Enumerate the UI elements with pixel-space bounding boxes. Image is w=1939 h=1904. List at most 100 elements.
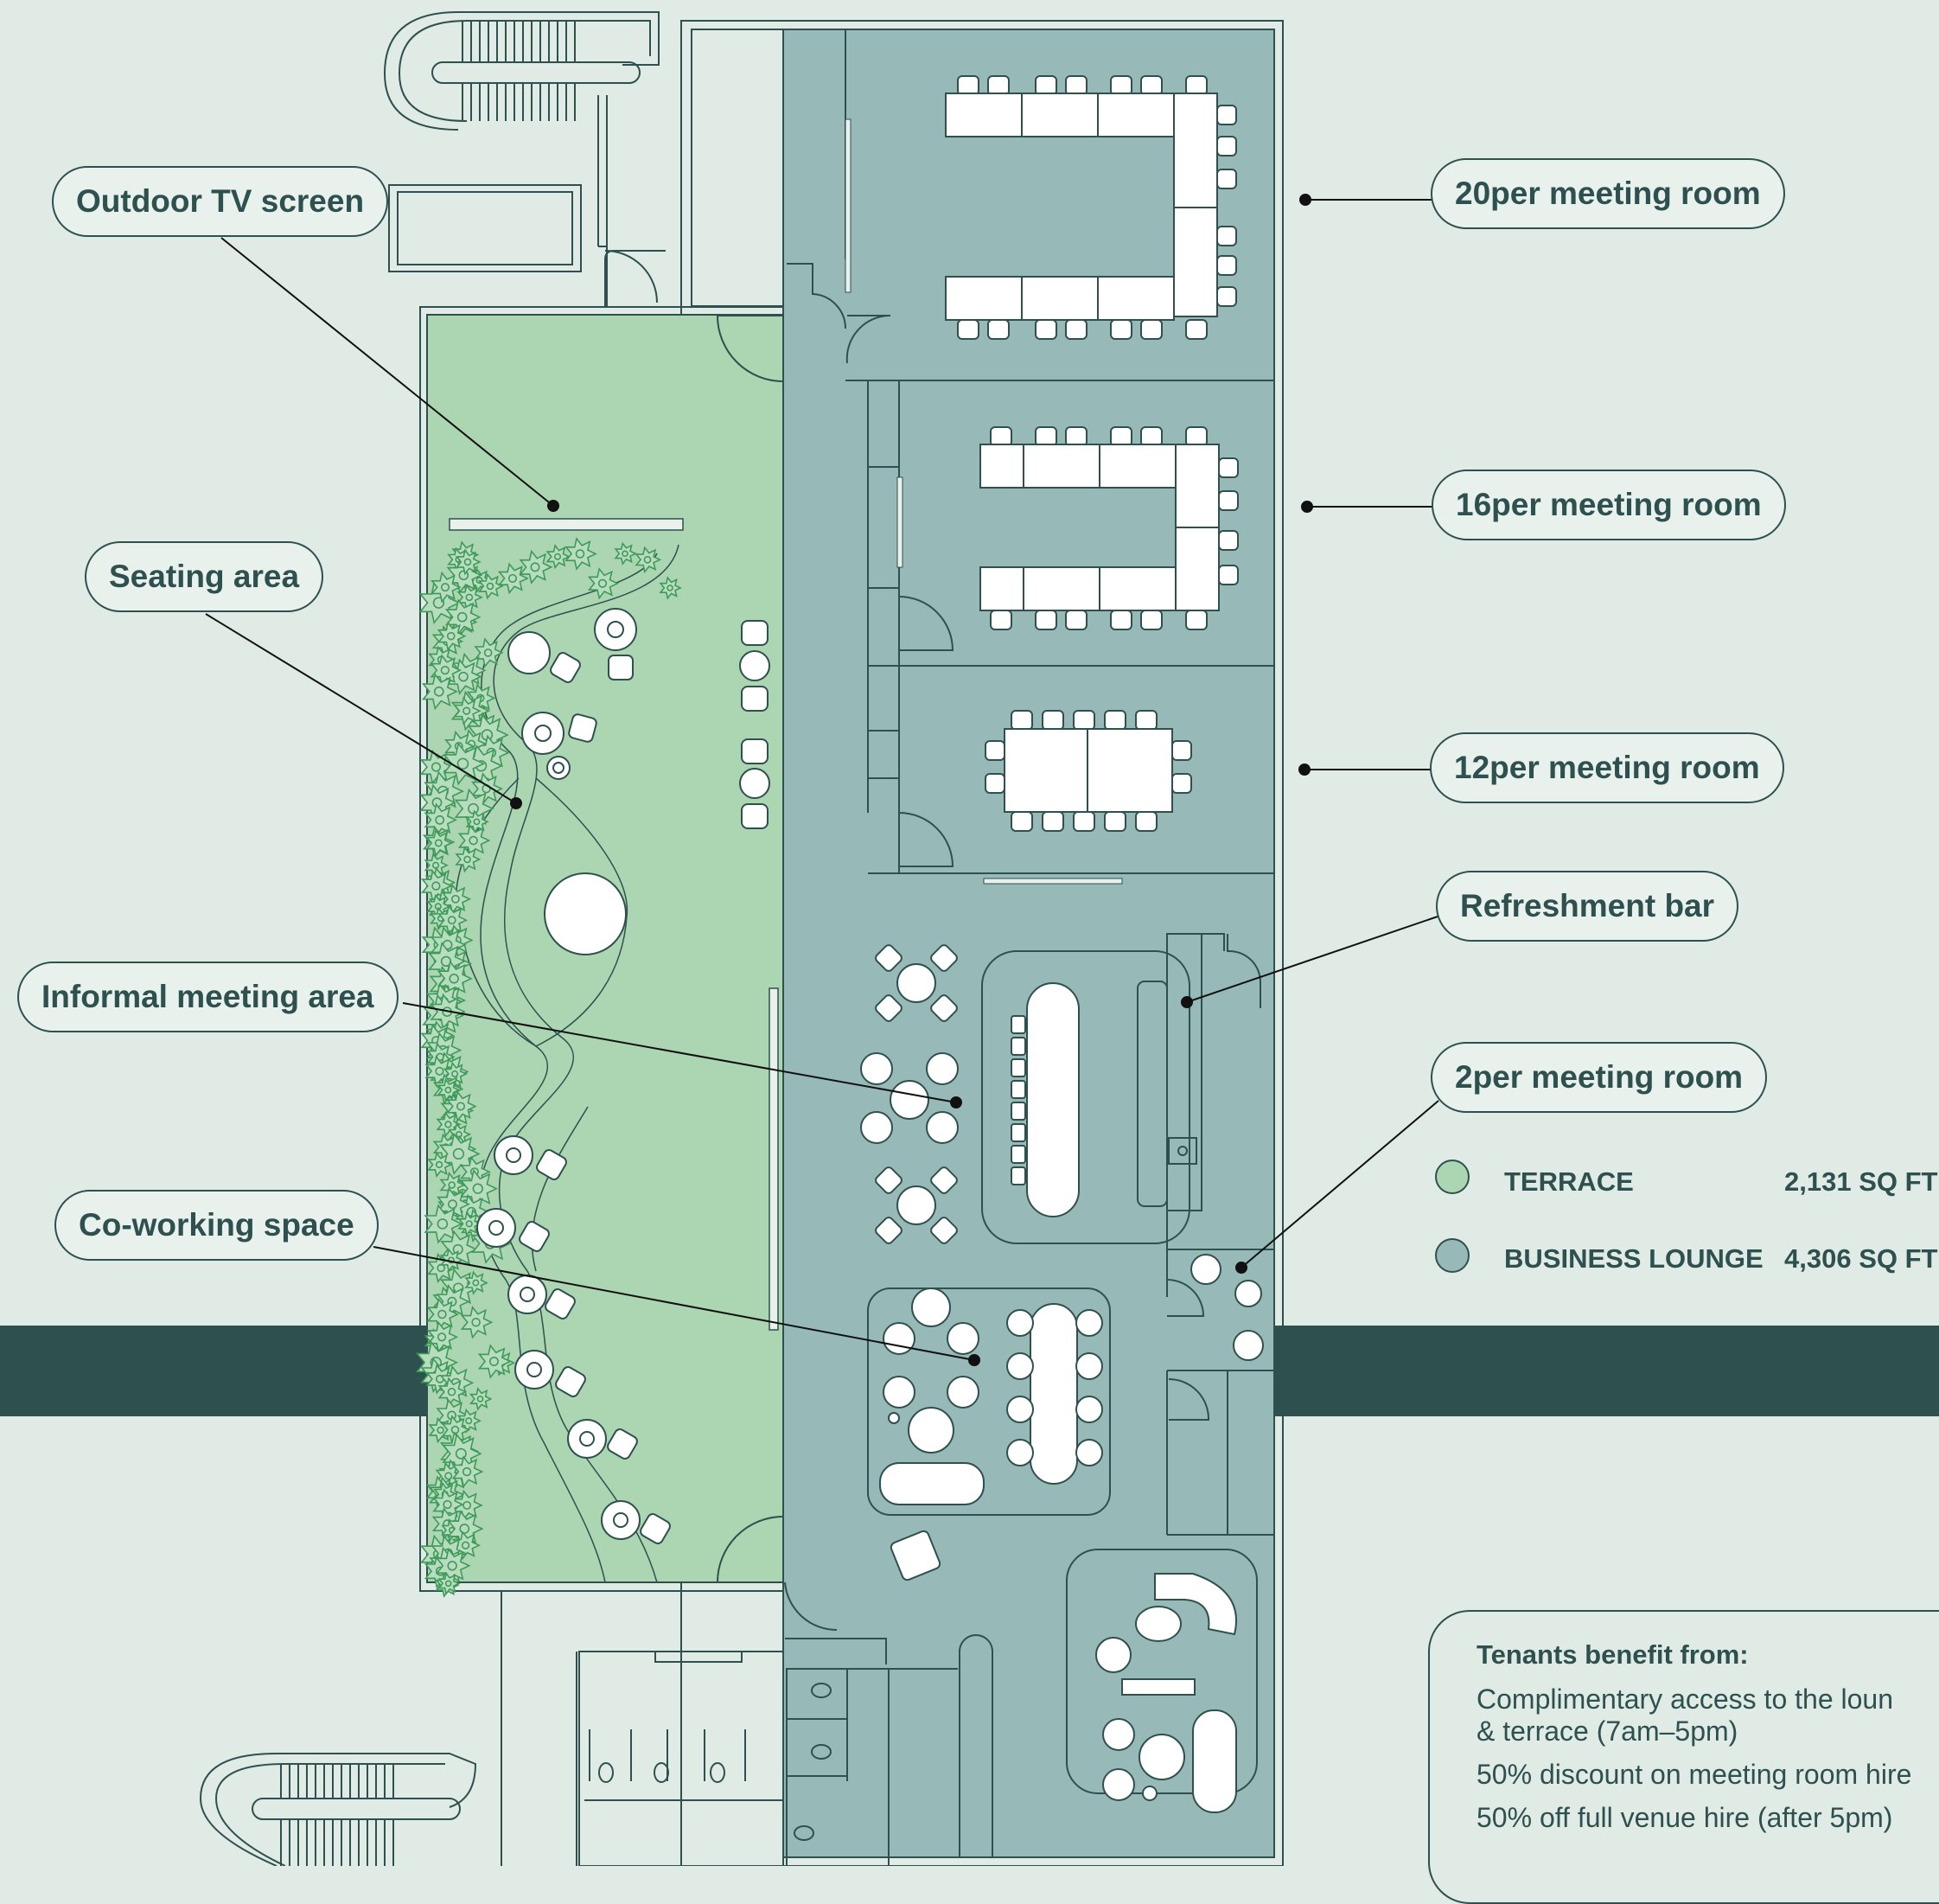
chair (1185, 610, 1208, 630)
chair (1035, 610, 1057, 630)
chair (985, 740, 1005, 761)
chair (1135, 811, 1158, 832)
chair (1216, 255, 1237, 276)
chair (987, 75, 1010, 96)
band-right (1274, 1326, 1939, 1416)
benefit-item: & terrace (7am–5pm) (1477, 1716, 1738, 1747)
chair (1110, 319, 1132, 340)
plant (455, 548, 482, 576)
chair (1065, 426, 1087, 447)
callout-seating-area: Seating area (85, 541, 324, 612)
chair (1042, 811, 1064, 832)
chair (1011, 811, 1033, 832)
plant (437, 621, 467, 652)
plant (456, 584, 483, 611)
plant (659, 576, 682, 600)
plant (444, 598, 482, 636)
callout-refreshment-bar: Refreshment bar (1436, 871, 1739, 942)
benefit-item: 50% discount on meeting room hire (1477, 1759, 1912, 1790)
chair (1110, 75, 1132, 96)
chair (1216, 226, 1237, 246)
chair (1110, 426, 1132, 447)
plant (437, 960, 473, 997)
plant (564, 537, 597, 571)
chair (1011, 710, 1033, 731)
callout-20per-meeting-room: 20per meeting room (1431, 158, 1785, 229)
chair (1104, 710, 1126, 731)
terrace-seating (476, 608, 770, 1544)
chair (1218, 490, 1239, 511)
plant (441, 883, 472, 915)
legend-lounge-swatch (1435, 1238, 1470, 1273)
chair (1185, 426, 1208, 447)
chair (1042, 710, 1064, 731)
chair (1185, 75, 1208, 96)
plant (459, 1168, 499, 1209)
plant (436, 1284, 470, 1319)
plant (437, 904, 469, 936)
chair (1218, 530, 1239, 551)
chair (1216, 169, 1237, 189)
chair (1216, 105, 1237, 125)
tv-glass-20 (845, 118, 852, 293)
leader-lines (205, 194, 1439, 1366)
chair (1140, 610, 1163, 630)
chair (1216, 286, 1237, 307)
plant (464, 1270, 488, 1295)
plant (437, 1571, 461, 1595)
plant (446, 658, 482, 695)
callout-2per-meeting-room: 2per meeting room (1431, 1042, 1768, 1113)
informal-area-furniture (860, 944, 1190, 1244)
plant (437, 1377, 468, 1408)
plant (455, 846, 482, 873)
legend-terrace-label: TERRACE (1504, 1166, 1634, 1197)
plant (469, 1387, 493, 1411)
terrace-glass-wall (769, 987, 779, 1331)
staircase-top (383, 11, 660, 131)
chair (1073, 710, 1095, 731)
chair (957, 319, 979, 340)
chair (1216, 136, 1237, 157)
tv-glass-16 (896, 476, 903, 568)
terrace-doors (604, 250, 784, 1583)
callout-16per-meeting-room: 16per meeting room (1432, 470, 1786, 540)
plant (443, 1061, 469, 1087)
chair (1104, 811, 1126, 832)
plant (635, 546, 662, 574)
plant (425, 828, 453, 858)
chair (1073, 811, 1095, 832)
plant (474, 637, 504, 668)
plant (446, 1090, 477, 1122)
chair (1171, 740, 1192, 761)
legend-lounge-label: BUSINESS LOUNGE (1504, 1243, 1764, 1274)
outdoor-tv-screen (449, 518, 684, 531)
plant (421, 673, 458, 711)
chair (1035, 426, 1057, 447)
band-left (0, 1326, 427, 1416)
chair (1171, 773, 1192, 794)
chair (1065, 610, 1087, 630)
chair (1035, 75, 1057, 96)
plant (545, 544, 571, 570)
benefit-item: Complimentary access to the loun (1477, 1684, 1893, 1715)
washrooms (578, 1651, 890, 1866)
chair (1185, 319, 1208, 340)
legend-terrace-area: 2,131 SQ FT (1784, 1166, 1938, 1197)
plant (477, 572, 504, 600)
plant (437, 1186, 471, 1222)
plant (587, 567, 620, 600)
chair (985, 773, 1005, 794)
plant (430, 654, 462, 687)
chair (1140, 75, 1163, 96)
benefits-title: Tenants benefit from: (1477, 1639, 1749, 1670)
plant (477, 1344, 513, 1379)
plant (460, 1305, 494, 1339)
chair (987, 319, 1010, 340)
benefit-item: 50% off full venue hire (after 5pm) (1477, 1802, 1893, 1833)
plant (614, 541, 637, 565)
plant (426, 1297, 460, 1332)
table-20per (945, 75, 1237, 340)
table-12per (985, 710, 1192, 832)
plant (451, 1455, 484, 1488)
chair (1110, 610, 1132, 630)
